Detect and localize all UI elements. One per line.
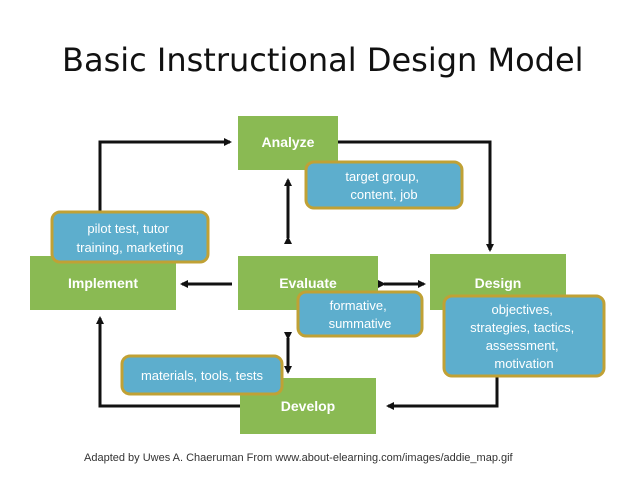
note-implement-line: training, marketing <box>77 240 184 255</box>
note-analyze: target group, content, job <box>304 160 464 210</box>
source-credit: Adapted by Uwes A. Chaeruman From www.ab… <box>84 452 513 464</box>
note-analyze-line: target group, <box>345 169 419 184</box>
arrow-analyze-to-design <box>338 140 494 252</box>
note-implement: pilot test, tutor training, marketing <box>50 210 210 264</box>
note-analyze-line: content, job <box>350 187 417 202</box>
note-evaluate-text: formative, summative <box>329 298 392 331</box>
note-design-line: objectives, <box>491 302 552 317</box>
stage-implement-box <box>30 256 176 310</box>
note-develop-text: materials, tools, tests <box>141 368 264 383</box>
note-design: objectives, strategies, tactics, assessm… <box>442 294 606 378</box>
stage-design-label: Design <box>475 275 522 291</box>
note-develop-line: materials, tools, tests <box>141 368 264 383</box>
arrow-implement-to-analyze <box>98 138 232 232</box>
note-design-box <box>442 294 606 378</box>
stage-evaluate-label: Evaluate <box>279 275 337 291</box>
note-implement-text: pilot test, tutor training, marketing <box>77 221 184 255</box>
note-implement-line: pilot test, tutor <box>87 221 169 236</box>
note-implement-box <box>50 210 210 264</box>
note-develop: materials, tools, tests <box>120 354 284 396</box>
note-design-text: objectives, strategies, tactics, assessm… <box>470 302 578 371</box>
stage-implement: Implement <box>30 256 176 310</box>
slide-title: Basic Instructional Design Model <box>62 41 584 79</box>
note-evaluate-line: summative <box>329 316 392 331</box>
note-develop-box <box>120 354 284 396</box>
stage-develop-label: Develop <box>281 398 335 414</box>
stage-implement-label: Implement <box>68 275 138 291</box>
stage-analyze-label: Analyze <box>262 134 315 150</box>
note-evaluate: formative, summative <box>296 290 424 338</box>
note-design-line: assessment, <box>486 338 559 353</box>
note-design-line: motivation <box>494 356 553 371</box>
note-evaluate-box <box>296 290 424 338</box>
note-analyze-box <box>304 160 464 210</box>
note-evaluate-line: formative, <box>330 298 387 313</box>
arrow-develop-to-implement <box>96 316 240 408</box>
note-analyze-text: target group, content, job <box>345 169 422 202</box>
note-design-line: strategies, tactics, <box>470 320 574 335</box>
